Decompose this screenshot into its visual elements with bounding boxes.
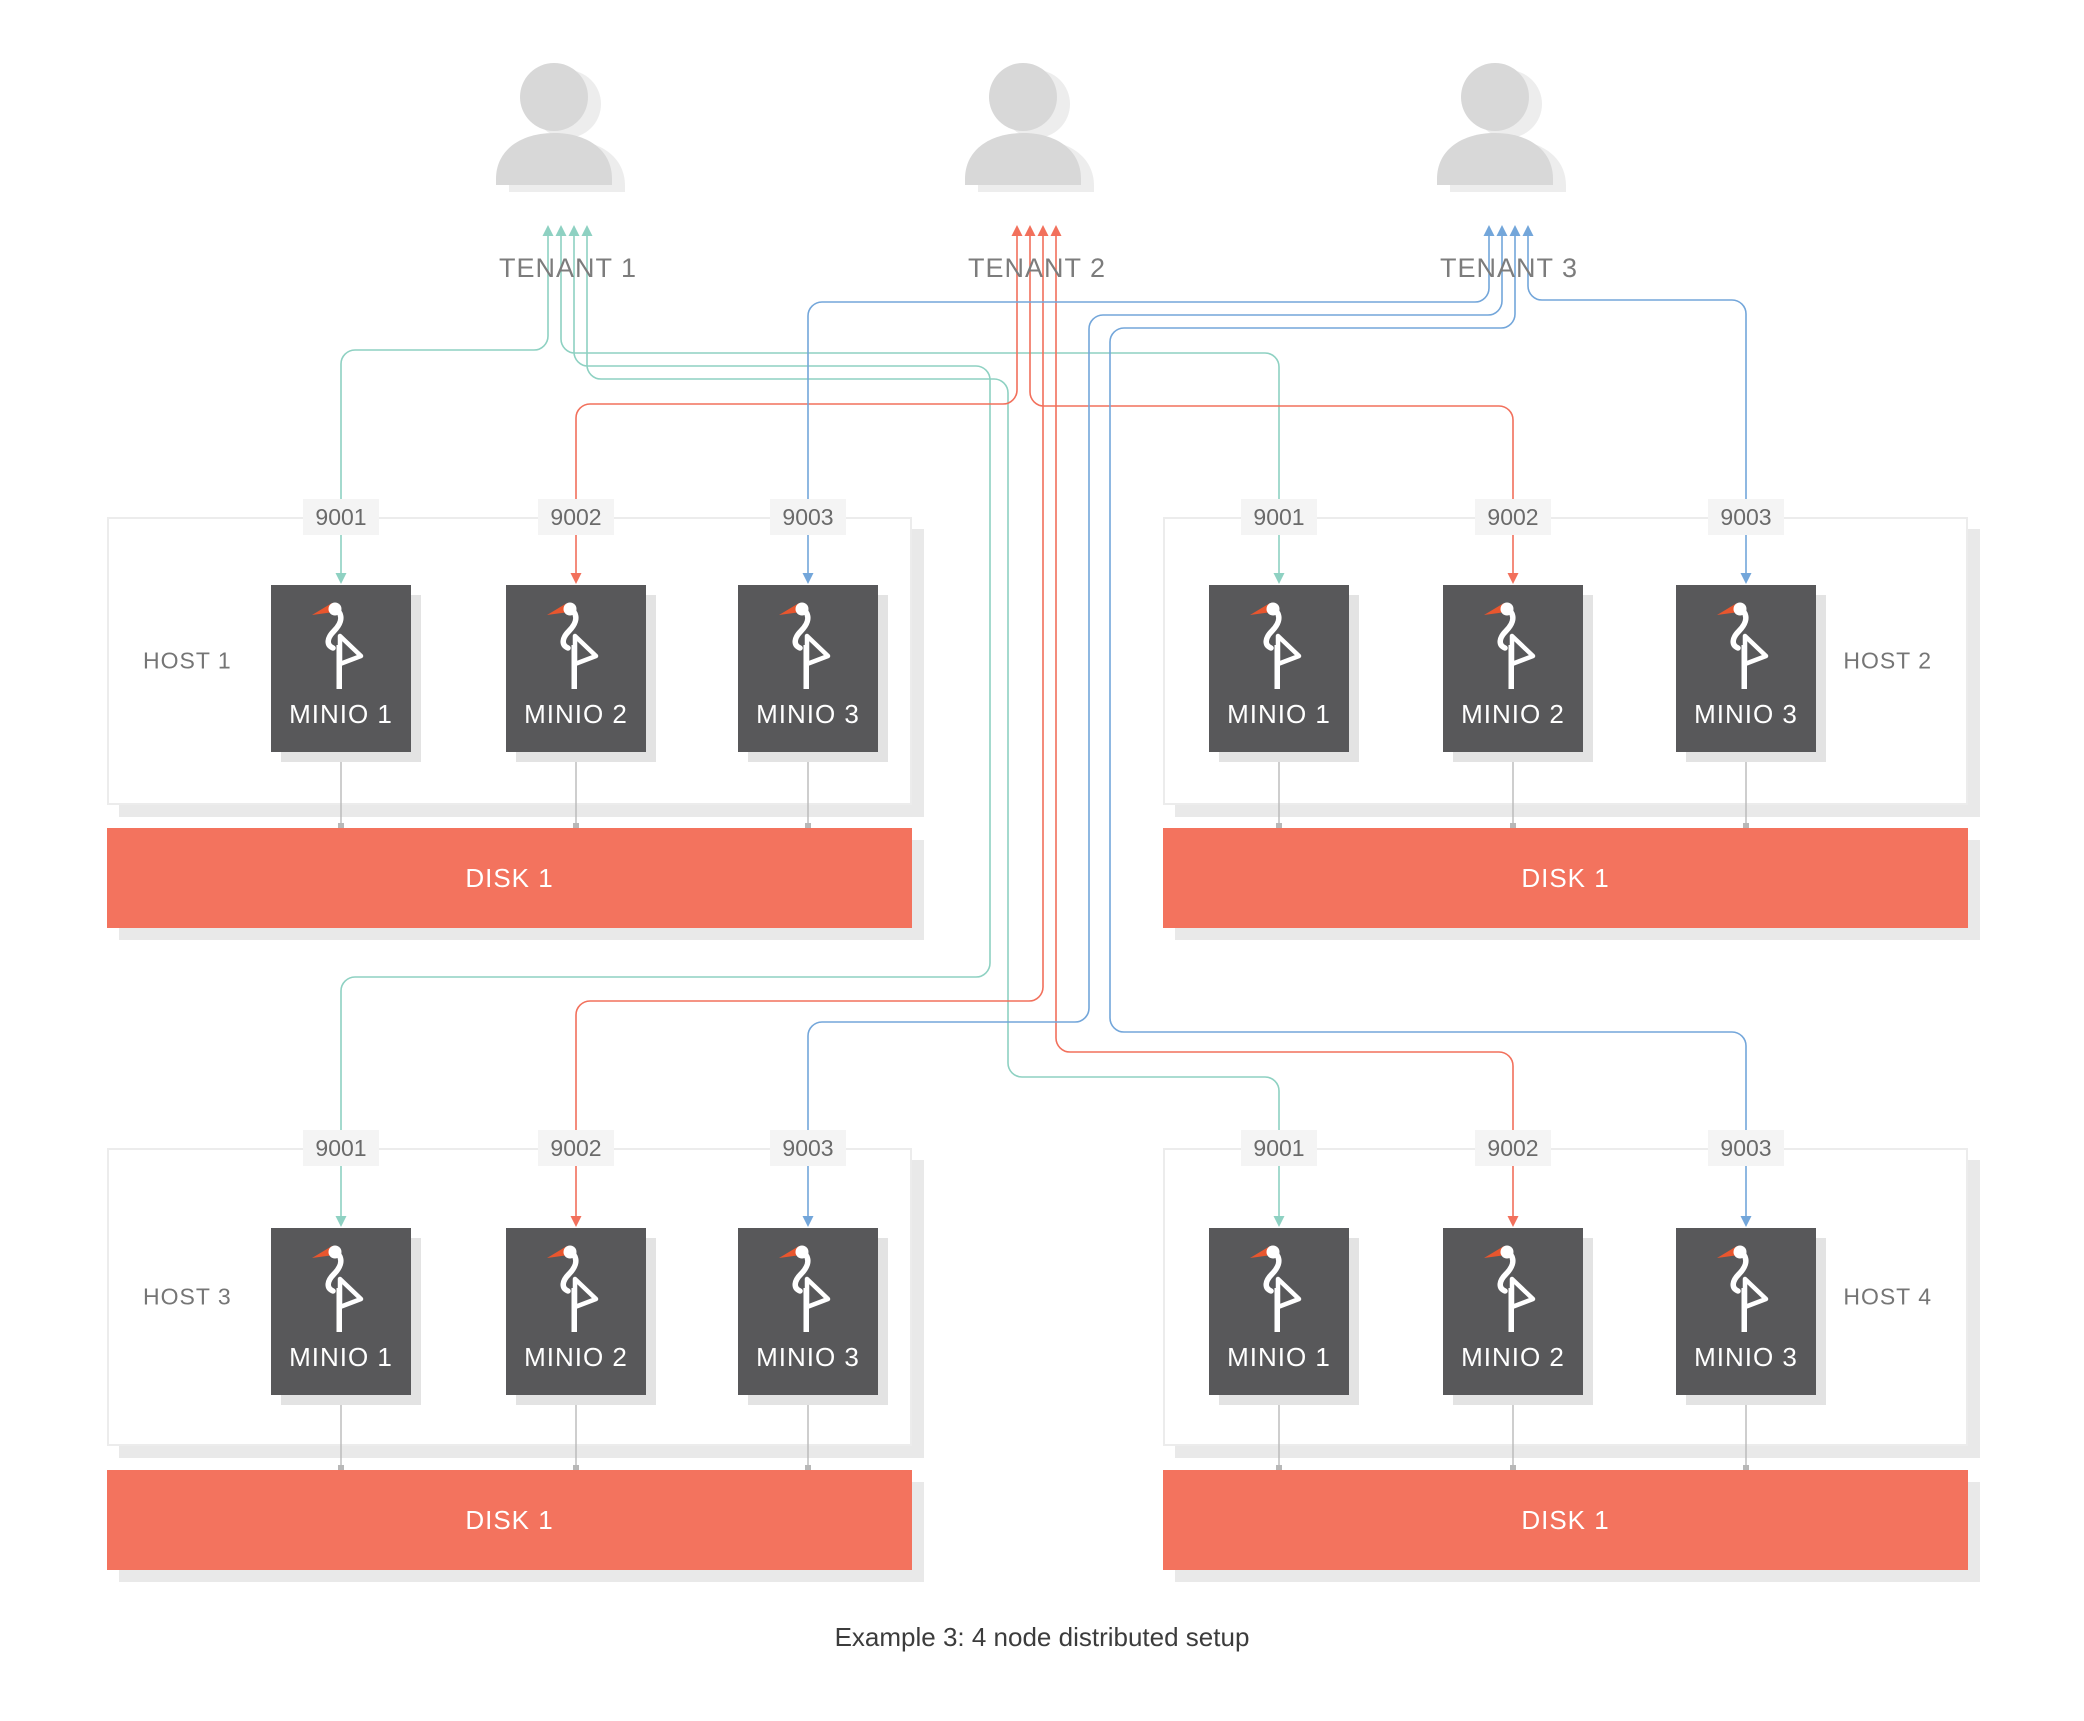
port-label: 9003 [770,499,846,535]
port-label: 9001 [1241,499,1317,535]
minio-node: MINIO 1 [1209,585,1349,752]
arrow-up-icon [542,225,554,236]
minio-label: MINIO 1 [1227,1342,1331,1372]
host-label: HOST 4 [1843,1283,1932,1310]
minio-node: MINIO 1 [271,585,411,752]
minio-bird-logo [779,1245,831,1332]
port-label: 9002 [1475,1130,1551,1166]
tenant-1: TENANT 1 [488,57,648,283]
minio-bird-logo [547,1245,599,1332]
arrow-up-icon [555,225,567,236]
minio-label: MINIO 3 [1694,1342,1798,1372]
minio-node: MINIO 3 [1676,585,1816,752]
minio-node: MINIO 1 [271,1228,411,1395]
tenant-label: TENANT 1 [498,253,638,283]
minio-label: MINIO 2 [1461,1342,1565,1372]
port-label: 9001 [303,499,379,535]
tenant-label: TENANT 3 [1439,253,1579,283]
minio-bird-logo [1250,1245,1302,1332]
arrow-up-icon [1037,225,1049,236]
minio-bird-logo [1484,1245,1536,1332]
arrow-up-icon [1011,225,1023,236]
minio-bird-logo [1717,1245,1769,1332]
port-label: 9001 [303,1130,379,1166]
port-label: 9003 [1708,499,1784,535]
minio-label: MINIO 1 [289,1342,393,1372]
arrow-up-icon [1496,225,1508,236]
minio-label: MINIO 2 [524,1342,628,1372]
disk-bar: DISK 1 [1163,1470,1968,1570]
arrow-up-icon [568,225,580,236]
arrow-up-icon [1483,225,1495,236]
user-icon [965,63,1094,192]
port-label: 9003 [1708,1130,1784,1166]
port-label: 9002 [538,1130,614,1166]
minio-node: MINIO 3 [1676,1228,1816,1395]
minio-bird-logo [1717,602,1769,689]
minio-node: MINIO 2 [506,1228,646,1395]
minio-label: MINIO 3 [756,1342,860,1372]
user-icon [1437,63,1566,192]
minio-bird-logo [312,602,364,689]
tenant-2: TENANT 2 [957,57,1117,283]
arrow-up-icon [1522,225,1534,236]
minio-label: MINIO 1 [1227,699,1331,729]
minio-node: MINIO 1 [1209,1228,1349,1395]
disk-bar: DISK 1 [1163,828,1968,928]
disk-bar: DISK 1 [107,1470,912,1570]
minio-node: MINIO 2 [1443,585,1583,752]
minio-bird-logo [1250,602,1302,689]
arrow-up-icon [1050,225,1062,236]
port-label: 9001 [1241,1130,1317,1166]
tenant-label: TENANT 2 [967,253,1107,283]
minio-node: MINIO 3 [738,1228,878,1395]
minio-label: MINIO 3 [1694,699,1798,729]
tenant-3: TENANT 3 [1429,57,1589,283]
minio-bird-logo [547,602,599,689]
disk-bar: DISK 1 [107,828,912,928]
minio-node: MINIO 3 [738,585,878,752]
arrow-up-icon [1509,225,1521,236]
arrow-up-icon [1024,225,1036,236]
minio-label: MINIO 3 [756,699,860,729]
minio-node: MINIO 2 [506,585,646,752]
minio-bird-logo [1484,602,1536,689]
minio-bird-logo [779,602,831,689]
minio-bird-logo [312,1245,364,1332]
port-label: 9002 [538,499,614,535]
minio-node: MINIO 2 [1443,1228,1583,1395]
port-label: 9002 [1475,499,1551,535]
host-label: HOST 3 [143,1283,232,1310]
caption: Example 3: 4 node distributed setup [834,1622,1250,1652]
arrow-up-icon [581,225,593,236]
minio-label: MINIO 2 [524,699,628,729]
minio-label: MINIO 2 [1461,699,1565,729]
host-label: HOST 2 [1843,647,1932,674]
minio-label: MINIO 1 [289,699,393,729]
host-label: HOST 1 [143,647,232,674]
port-label: 9003 [770,1130,846,1166]
user-icon [496,63,625,192]
